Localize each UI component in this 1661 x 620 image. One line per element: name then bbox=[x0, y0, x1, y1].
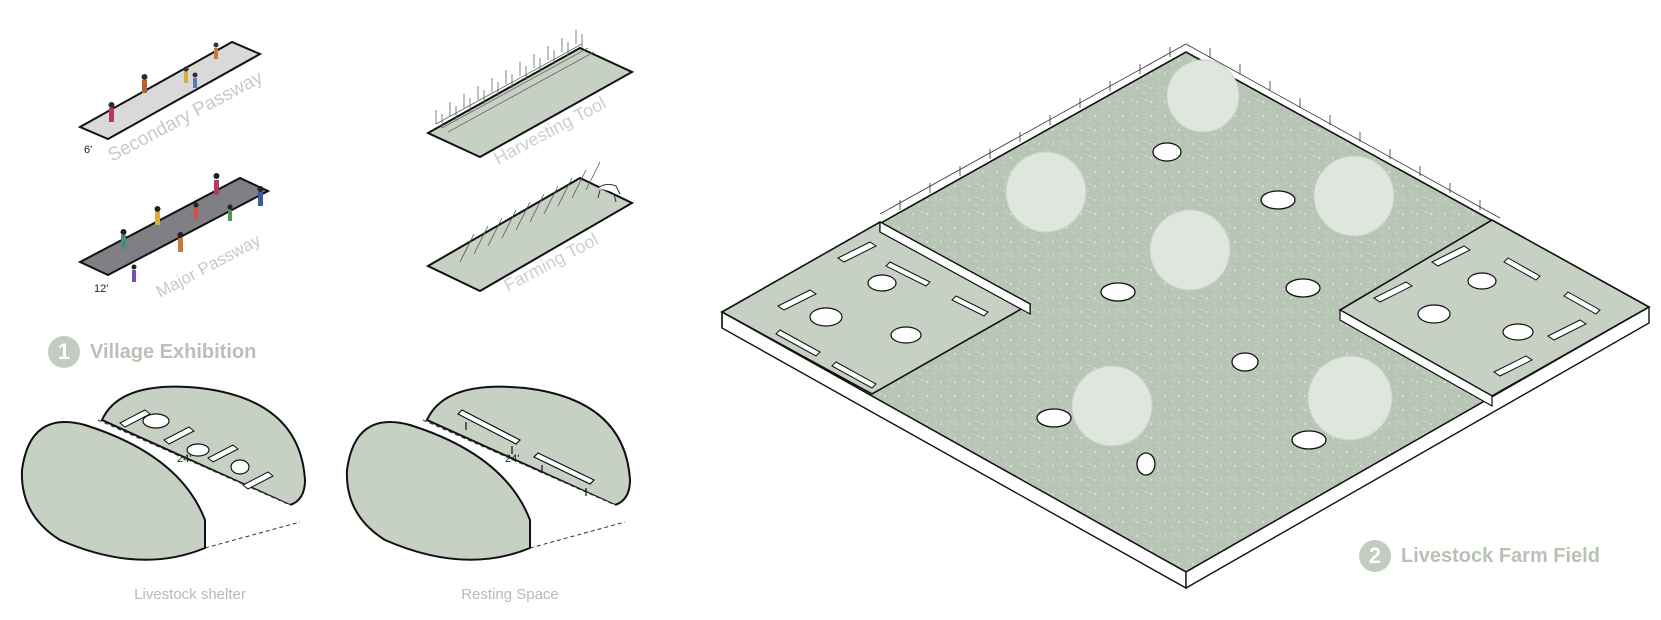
livestock-shelter-caption: Livestock shelter bbox=[100, 586, 280, 603]
section-number-badge: 2 bbox=[1359, 540, 1391, 572]
resting-space-dimension: 24' bbox=[505, 453, 519, 465]
section-number-badge: 1 bbox=[48, 336, 80, 368]
livestock-shelter-dimension: 24' bbox=[177, 453, 191, 465]
resting-space-caption: Resting Space bbox=[420, 586, 600, 603]
section-heading-livestock-farm-field: 2 Livestock Farm Field bbox=[1359, 540, 1600, 572]
resting-space-diagram: 24' bbox=[347, 387, 630, 560]
section-title: Village Exhibition bbox=[90, 341, 256, 364]
major-passway-surface bbox=[80, 178, 268, 275]
section-heading-village-exhibition: 1 Village Exhibition bbox=[48, 336, 256, 368]
secondary-passway-panel: Secondary Passway 6' bbox=[80, 42, 267, 166]
section-title: Livestock Farm Field bbox=[1401, 545, 1600, 568]
major-passway-panel: Major Passway 12' bbox=[80, 173, 268, 302]
farming-tool-panel: Farming Tool bbox=[428, 162, 632, 296]
secondary-passway-width: 6' bbox=[84, 144, 92, 156]
harvesting-tool-panel: Harvesting Tool bbox=[428, 30, 632, 169]
livestock-shelter-diagram: 24' bbox=[22, 387, 305, 560]
major-passway-width: 12' bbox=[94, 283, 108, 295]
livestock-farm-field bbox=[722, 44, 1649, 588]
